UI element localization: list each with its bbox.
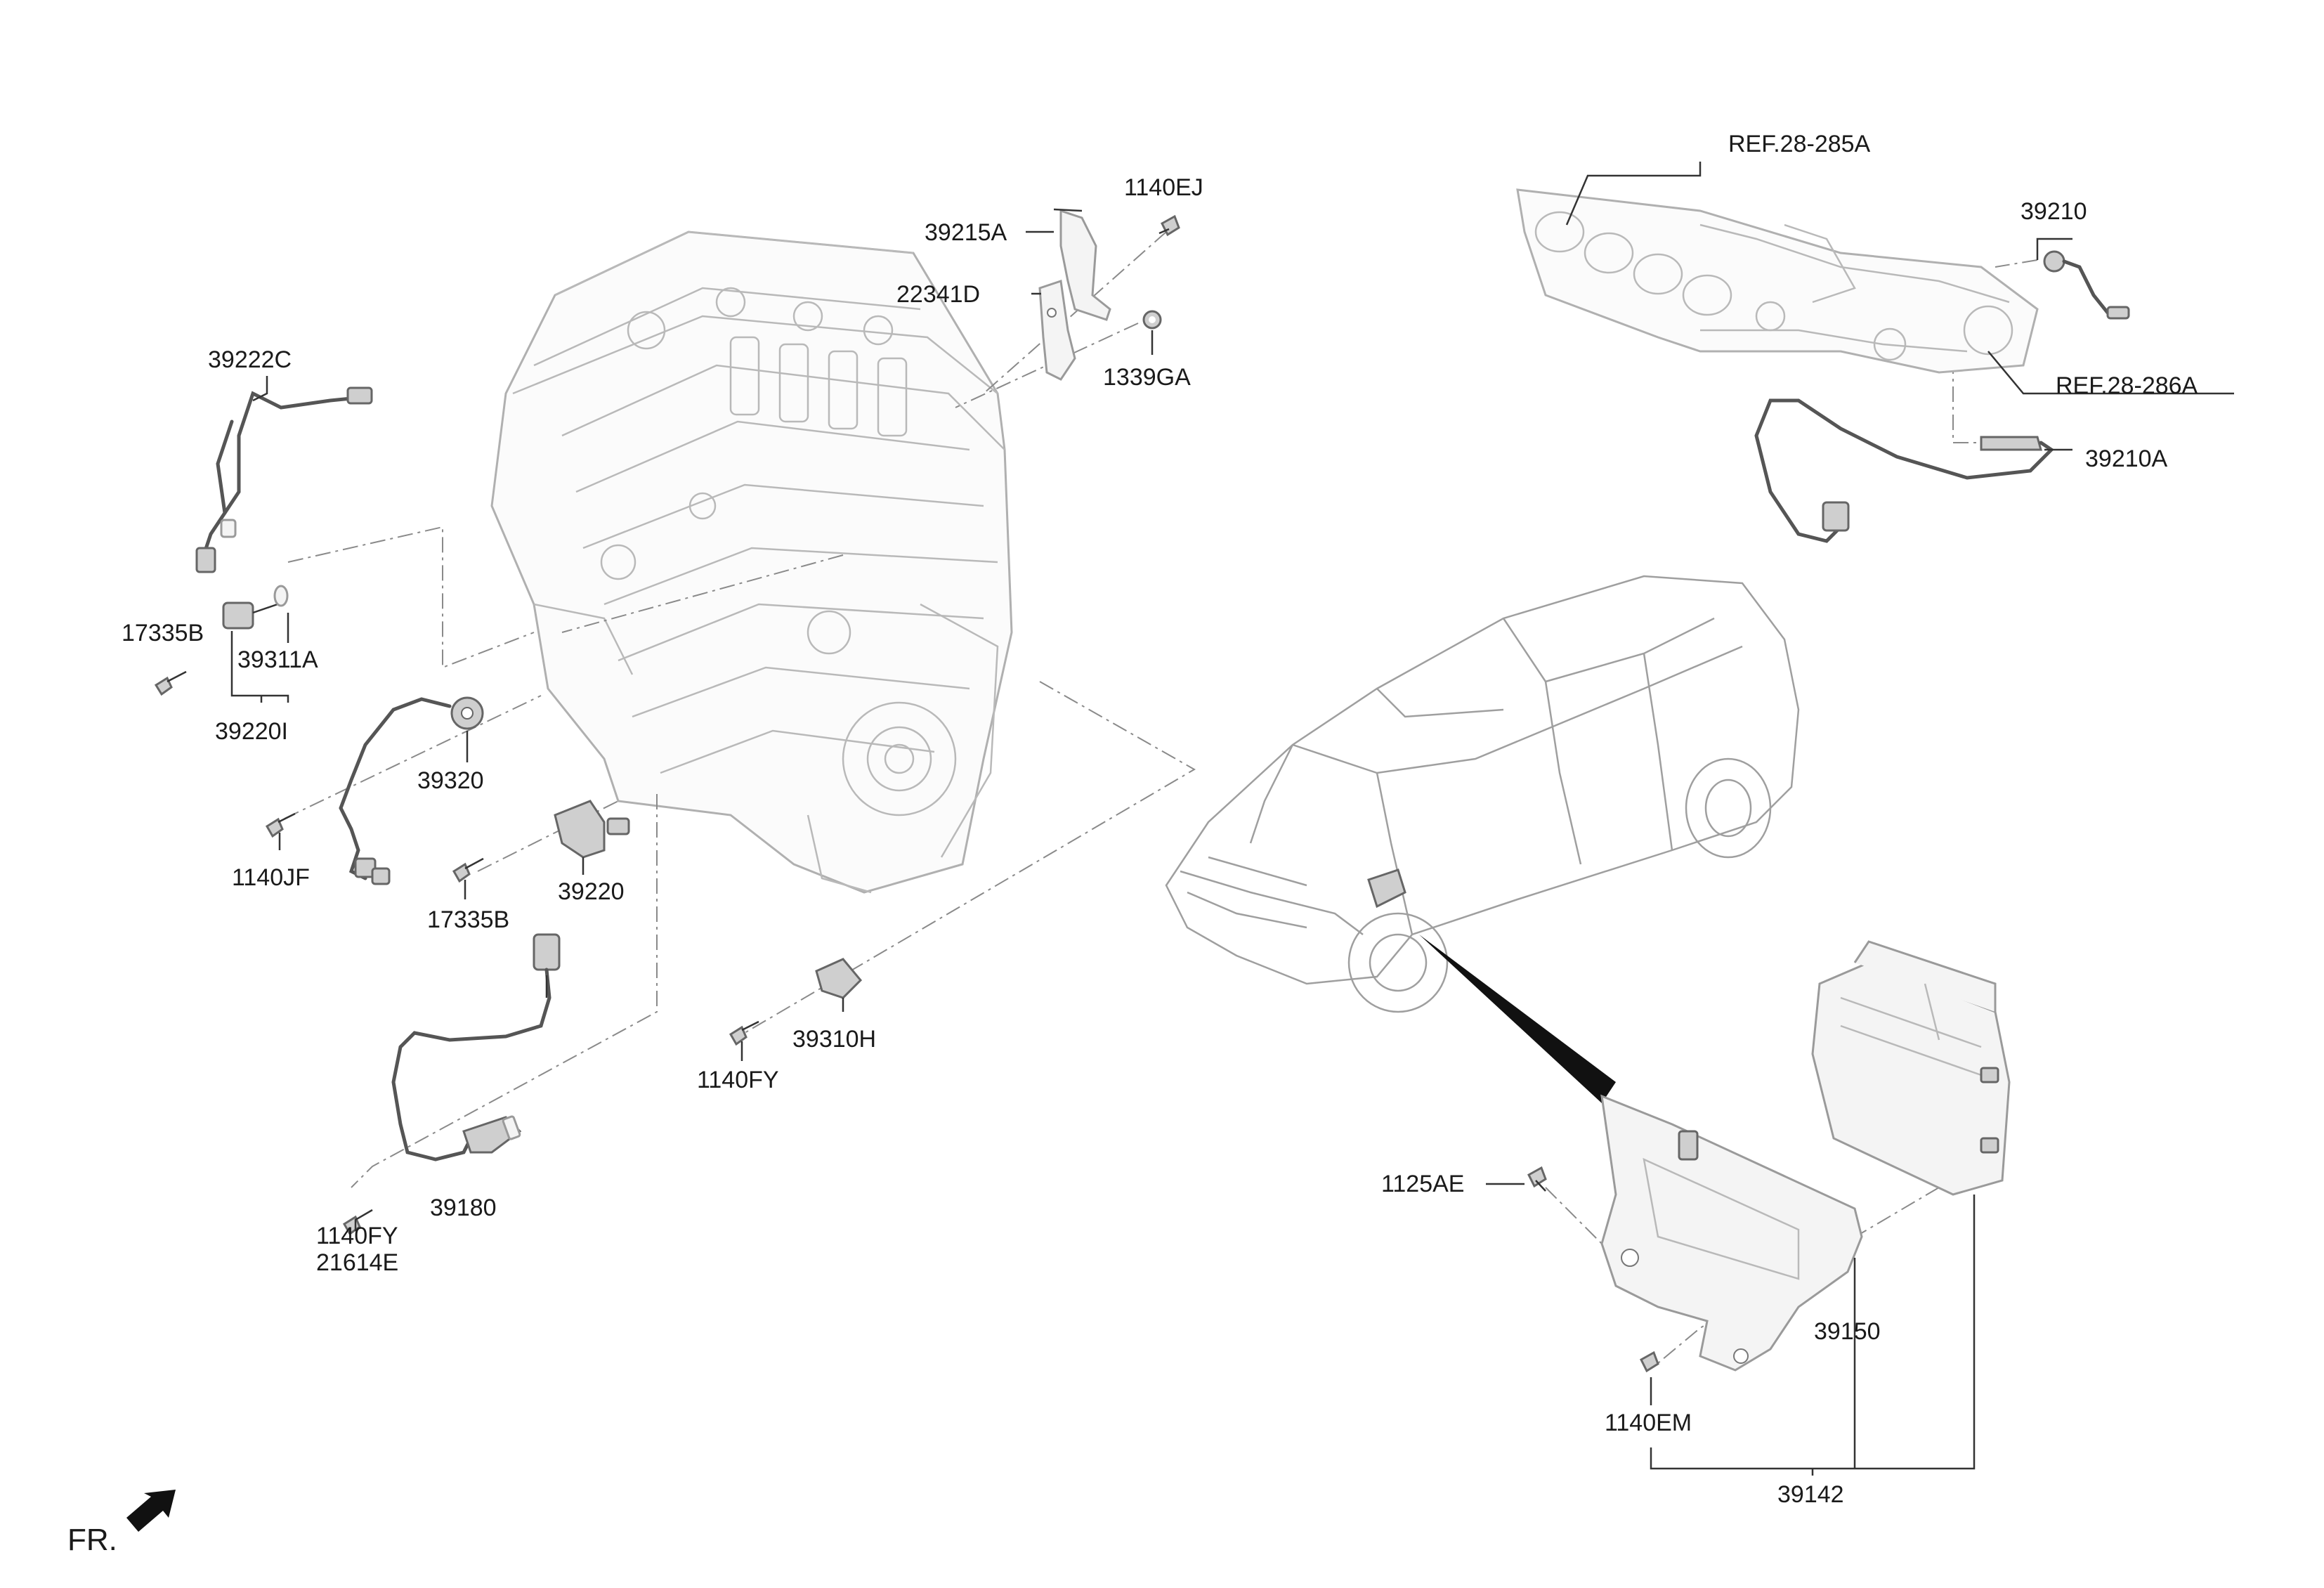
cam-position-sensor-icon [554,800,630,859]
bolt-icon [1158,214,1180,237]
part-label-1339GA: 1339GA [1103,364,1191,391]
wiring-harness-icon [195,386,373,573]
ref-label-28-286A: REF.28-286A [2056,372,2198,399]
front-orientation-label: FR. [67,1523,117,1557]
part-label-17335B: 17335B [427,906,509,933]
front-arrow-icon [126,1490,176,1532]
ref-label-28-285A: REF.28-285A [1728,131,1871,157]
oxygen-sensor-icon [1754,398,2054,543]
bolt-icon [1640,1351,1659,1373]
crank-position-sensor-icon [391,933,561,1161]
bolt-icon [1527,1166,1547,1192]
bolt-icon [729,1020,759,1046]
part-label-1140JF: 1140JF [232,864,310,891]
part-label-39320: 39320 [417,767,484,794]
part-label-1140EJ: 1140EJ [1124,174,1203,201]
callout-arrow [1419,935,1616,1103]
bolt-icon [265,812,296,838]
part-label-39210A: 39210A [2085,445,2168,472]
ecu-bracket-icon [1038,280,1076,381]
leaders-left [230,230,1154,1231]
part-label-39215A: 39215A [925,219,1007,246]
part-label-39310H: 39310H [792,1026,876,1053]
leaders-top-right [1565,162,2234,451]
part-label-1140FY: 1140FY [697,1067,779,1093]
part-label-39222C: 39222C [208,346,292,373]
part-label-1140EM: 1140EM [1605,1410,1692,1436]
exhaust-manifold-icon [1516,188,2039,374]
ecu-module-icon [1811,940,2011,1196]
part-label-17335B: 17335B [122,620,204,646]
engine-block-icon [490,230,1013,894]
part-label-1125AE: 1125AE [1381,1171,1464,1197]
part-label-39311A: 39311A [237,646,318,673]
part-label-39220I: 39220I [215,718,288,745]
part-label-21614E: 21614E [316,1249,398,1276]
ecu-bracket-icon [1053,208,1111,321]
part-label-39142: 39142 [1777,1481,1844,1508]
bolt-icon [154,670,187,696]
knock-sensor-icon [339,696,484,885]
ecu-bracket-icon [1600,1094,1863,1372]
part-label-39150: 39150 [1814,1318,1881,1345]
part-label-39180: 39180 [430,1195,497,1221]
part-label-1140FY: 1140FY [316,1223,398,1249]
cam-position-sensor-icon [222,585,289,630]
part-label-39220: 39220 [558,878,625,905]
leaders-bottom-right [1486,1183,1976,1476]
vehicle-sedan-icon [1165,575,1800,1013]
part-label-39210: 39210 [2021,198,2087,225]
nut-icon [1142,310,1162,330]
part-label-22341D: 22341D [896,281,980,308]
crank-position-sensor-icon [815,958,863,999]
bolt-icon [452,857,484,883]
oxygen-sensor-icon [2043,250,2130,320]
